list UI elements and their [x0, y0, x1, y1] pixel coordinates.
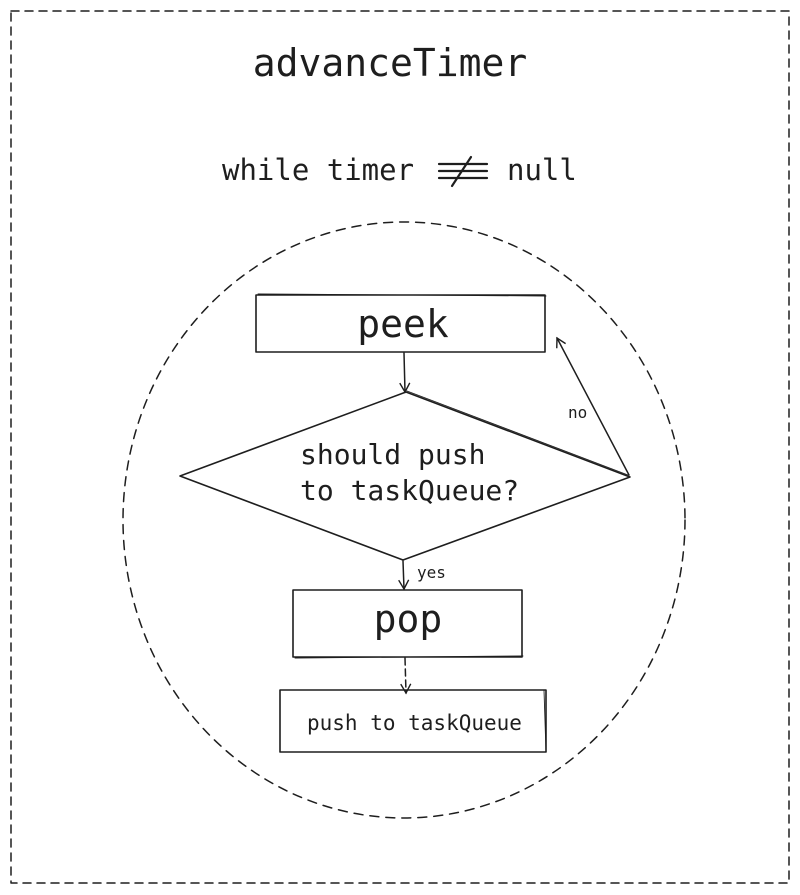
decision-label-line2: to taskQueue?: [300, 474, 519, 507]
arrow-pop-to-push: [400, 657, 412, 695]
loop-condition-suffix: null: [507, 153, 577, 187]
loop-condition-prefix: while timer: [222, 153, 414, 187]
decision-node: should push to taskQueue?: [179, 390, 631, 561]
arrow-decision-to-pop: [398, 560, 410, 591]
pop-label: pop: [374, 597, 443, 641]
decision-label-line1: should push: [300, 438, 485, 471]
peek-node: peek: [255, 293, 547, 353]
push-node: push to taskQueue: [279, 689, 547, 753]
yes-label: yes: [417, 563, 446, 582]
loop-circle: [122, 221, 686, 819]
no-label: no: [568, 403, 587, 422]
diagram-title: advanceTimer: [253, 41, 528, 85]
not-equal-symbol: [437, 155, 489, 188]
outer-frame: [10, 10, 790, 884]
pop-node: pop: [292, 589, 524, 659]
peek-label: peek: [357, 302, 449, 346]
arrow-no-to-peek: [556, 336, 630, 476]
push-label: push to taskQueue: [307, 711, 522, 735]
arrow-peek-to-decision: [399, 352, 411, 394]
